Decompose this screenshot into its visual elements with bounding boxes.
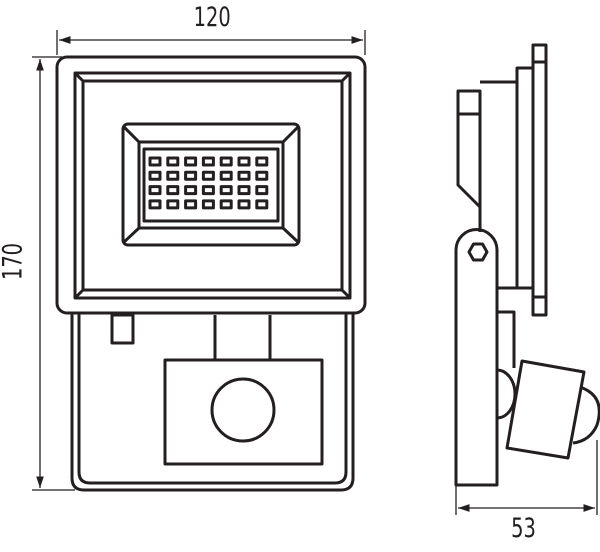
led-chip [255,156,269,167]
led-chip [166,199,180,210]
depth-dimension-label: 53 [511,513,536,544]
led-chip [219,156,233,167]
hinge-bolt-icon [467,242,489,262]
height-dimension-label: 170 [0,242,29,281]
led-chip [255,170,269,181]
led-chip [237,199,251,210]
led-chip [201,185,215,196]
width-dimension-label: 120 [193,2,231,33]
led-chip [184,199,198,210]
height-dimension-line [32,56,75,491]
led-chip [237,156,251,167]
depth-dimension-line [455,440,598,515]
led-chip [201,156,215,167]
motion-sensor-lens [210,377,276,443]
led-chip [201,170,215,181]
led-chip [148,185,162,196]
led-chip [219,170,233,181]
led-chip [166,185,180,196]
led-chip [148,199,162,210]
led-chip [237,185,251,196]
led-grid [148,156,269,210]
led-chip [237,170,251,181]
led-chip [148,170,162,181]
front-view [55,55,367,492]
width-dimension-line [56,30,366,55]
led-chip [148,156,162,167]
side-view [454,43,600,487]
led-chip [166,156,180,167]
led-chip [255,199,269,210]
led-chip [184,185,198,196]
led-chip [201,199,215,210]
led-chip [184,170,198,181]
led-chip [219,185,233,196]
led-chip [255,185,269,196]
led-chip [219,199,233,210]
led-chip [184,156,198,167]
led-chip [166,170,180,181]
